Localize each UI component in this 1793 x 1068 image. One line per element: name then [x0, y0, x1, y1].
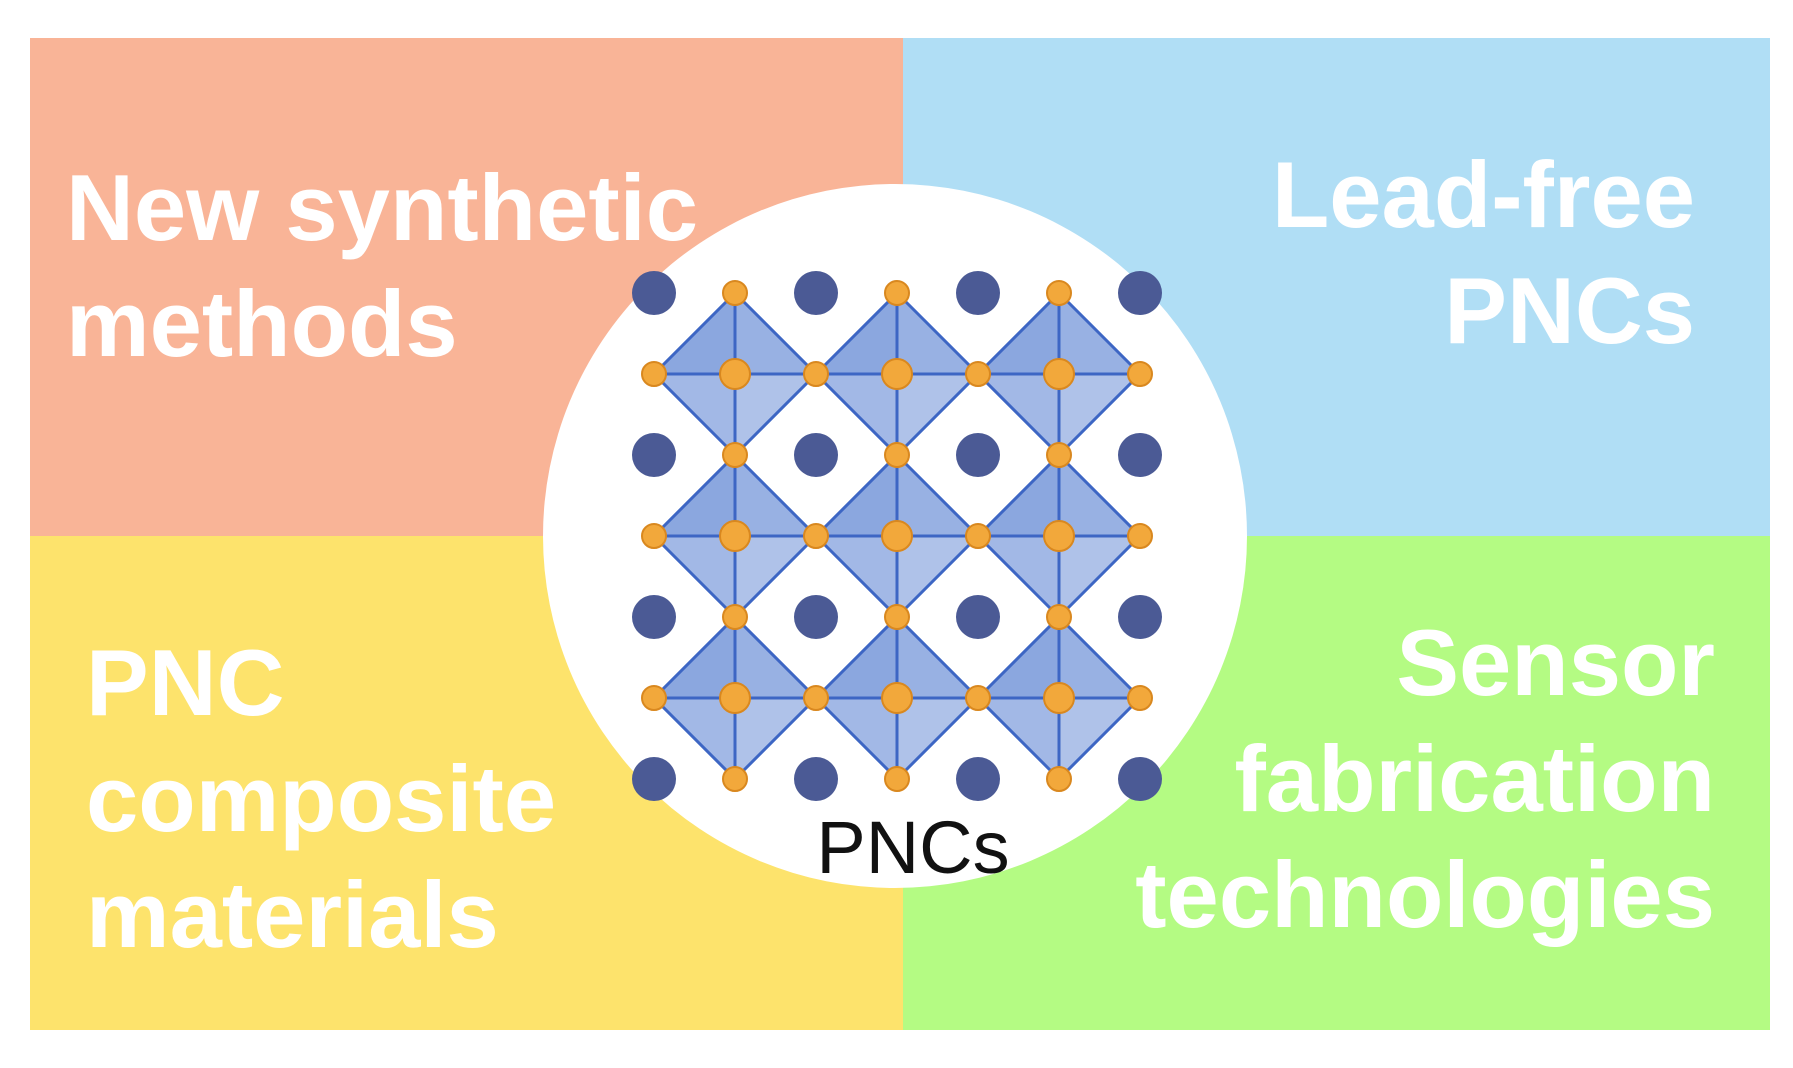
x-site-anion [884, 280, 910, 306]
b-site-cation [719, 520, 751, 552]
label-line: composite [86, 746, 557, 851]
x-site-anion [965, 685, 991, 711]
x-site-anion [1127, 685, 1153, 711]
a-site-cation [632, 757, 676, 801]
label-lead-free-pncs: Lead-free PNCs [1272, 137, 1695, 369]
b-site-cation [1043, 520, 1075, 552]
a-site-cation [632, 271, 676, 315]
x-site-anion [884, 604, 910, 630]
label-line: New synthetic [66, 155, 699, 260]
x-site-anion [965, 361, 991, 387]
x-site-anion [641, 361, 667, 387]
label-line: Lead-free [1271, 142, 1695, 247]
label-line: PNC [86, 630, 285, 735]
x-site-anion [803, 523, 829, 549]
a-site-cation [1118, 595, 1162, 639]
a-site-cation [956, 595, 1000, 639]
x-site-anion [803, 685, 829, 711]
label-line: fabrication [1234, 726, 1715, 831]
x-site-anion [1046, 442, 1072, 468]
b-site-cation [1043, 682, 1075, 714]
x-site-anion [641, 523, 667, 549]
x-site-anion [965, 523, 991, 549]
a-site-cation [632, 595, 676, 639]
a-site-cation [956, 433, 1000, 477]
x-site-anion [722, 442, 748, 468]
x-site-anion [884, 766, 910, 792]
x-site-anion [722, 766, 748, 792]
b-site-cation [881, 682, 913, 714]
b-site-cation [719, 358, 751, 390]
label-line: PNCs [1444, 258, 1695, 363]
b-site-cation [881, 520, 913, 552]
a-site-cation [1118, 433, 1162, 477]
x-site-anion [1127, 361, 1153, 387]
x-site-anion [722, 604, 748, 630]
label-line: methods [66, 271, 458, 376]
a-site-cation [794, 271, 838, 315]
x-site-anion [803, 361, 829, 387]
x-site-anion [1046, 766, 1072, 792]
x-site-anion [641, 685, 667, 711]
x-site-anion [1127, 523, 1153, 549]
a-site-cation [956, 271, 1000, 315]
label-pnc-composite-materials: PNC composite materials [86, 625, 556, 973]
x-site-anion [884, 442, 910, 468]
a-site-cation [794, 757, 838, 801]
label-line: technologies [1135, 842, 1715, 947]
b-site-cation [1043, 358, 1075, 390]
label-sensor-fabrication-technologies: Sensor fabrication technologies [1135, 605, 1715, 953]
a-site-cation [956, 757, 1000, 801]
a-site-cation [794, 595, 838, 639]
label-line: Sensor [1396, 610, 1715, 715]
label-new-synthetic-methods: New synthetic methods [66, 150, 698, 382]
perovskite-lattice [632, 271, 1162, 801]
x-site-anion [1046, 280, 1072, 306]
b-site-cation [719, 682, 751, 714]
a-site-cation [1118, 271, 1162, 315]
a-site-cation [632, 433, 676, 477]
a-site-cation [1118, 757, 1162, 801]
x-site-anion [722, 280, 748, 306]
b-site-cation [881, 358, 913, 390]
x-site-anion [1046, 604, 1072, 630]
label-line: materials [86, 862, 499, 967]
center-caption-pncs: PNCs [816, 806, 1010, 889]
a-site-cation [794, 433, 838, 477]
